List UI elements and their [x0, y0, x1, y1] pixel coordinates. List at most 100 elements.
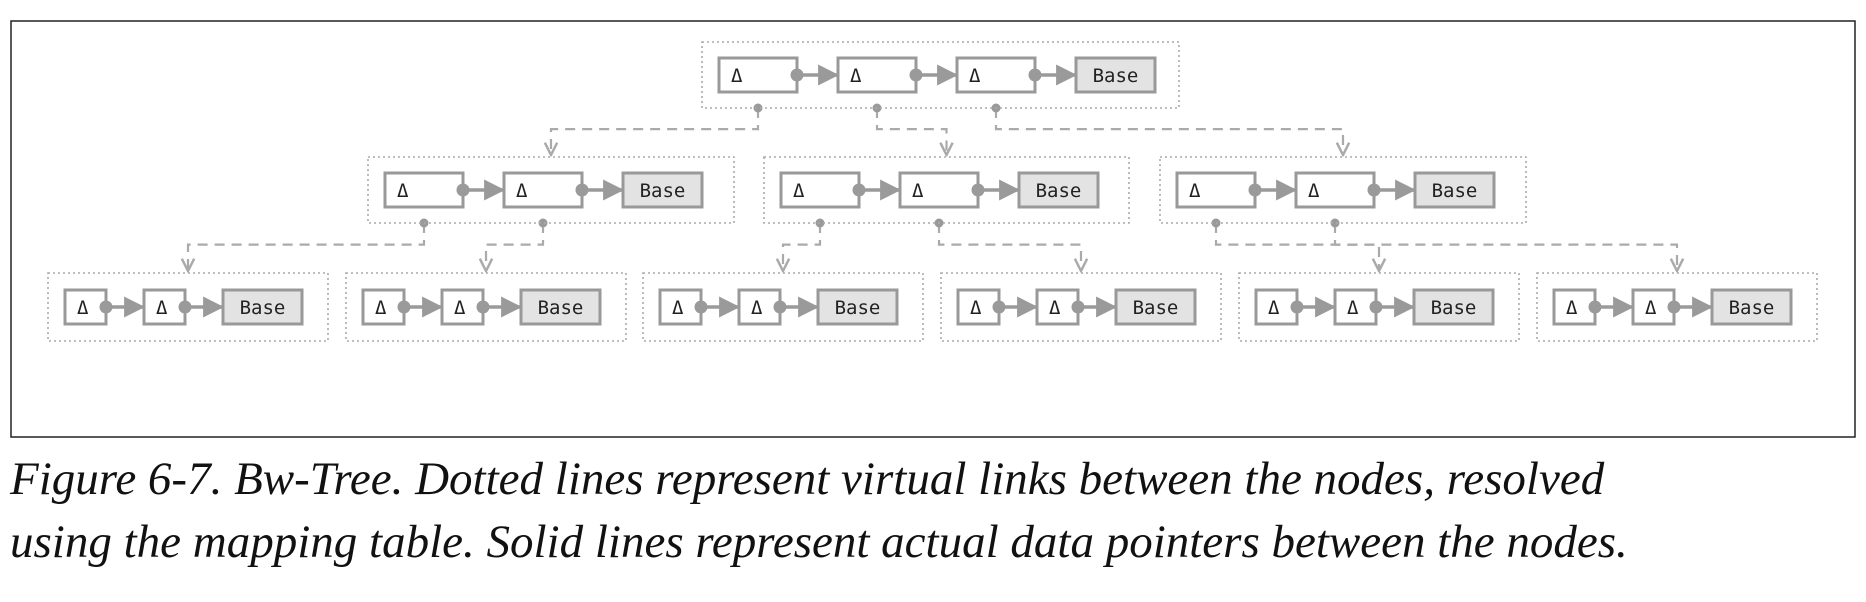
delta-label: Δ	[1049, 297, 1061, 319]
node-container	[1238, 272, 1520, 342]
delta-label: Δ	[375, 297, 387, 319]
delta-label: Δ	[516, 180, 528, 202]
base-page-box	[1114, 288, 1197, 326]
delta-label: Δ	[969, 65, 981, 87]
delta-record-box	[956, 288, 1001, 326]
virtual-link-mid-2-to-leaf-4	[937, 223, 1081, 271]
base-label: Base	[1133, 297, 1179, 319]
node-mid-2: Δ Δ Base	[763, 156, 1130, 224]
delta-label: Δ	[1189, 180, 1201, 202]
delta-label: Δ	[77, 297, 89, 319]
delta-label: Δ	[912, 180, 924, 202]
pointer-dot	[99, 300, 113, 314]
node-container	[1159, 156, 1527, 224]
base-label: Base	[1729, 297, 1775, 319]
node-leaf-5: Δ Δ Base	[1238, 272, 1520, 342]
virtual-links	[188, 103, 1677, 272]
pointer-dot	[178, 300, 192, 314]
pointer-dot	[852, 183, 866, 197]
pointer-dot	[456, 183, 470, 197]
caption-line-2: using the mapping table. Solid lines rep…	[10, 516, 1628, 568]
node-mid-1: Δ Δ Base	[367, 156, 735, 224]
delta-label: Δ	[970, 297, 982, 319]
delta-label: Δ	[672, 297, 684, 319]
delta-label: Δ	[1308, 180, 1320, 202]
node-container	[642, 272, 924, 342]
delta-record-box	[361, 288, 406, 326]
pointer-dot	[1369, 300, 1383, 314]
pointer-dot	[575, 183, 589, 197]
caption-line-1: Figure 6-7. Bw-Tree. Dotted lines repres…	[10, 453, 1605, 505]
pointer-dot	[1667, 300, 1681, 314]
node-leaf-1: Δ Δ Base	[47, 272, 329, 342]
node-container	[47, 272, 329, 342]
pointer-dot	[1071, 300, 1085, 314]
pointer-dot	[397, 300, 411, 314]
pointer-dot	[694, 300, 708, 314]
base-label: Base	[1093, 65, 1139, 87]
pointer-dot	[773, 300, 787, 314]
virtual-link-mid-2-to-leaf-3	[783, 223, 822, 271]
pointer-dot	[1028, 68, 1042, 82]
delta-record-box	[383, 171, 465, 209]
delta-record-box	[779, 171, 861, 209]
node-leaf-6: Δ Δ Base	[1536, 272, 1818, 342]
virtual-link-origin-dot	[1330, 218, 1340, 228]
node-leaf-4: Δ Δ Base	[940, 272, 1222, 342]
base-label: Base	[1432, 180, 1478, 202]
pointer-dot	[992, 300, 1006, 314]
pointer-dot	[476, 300, 490, 314]
pointer-dot	[909, 68, 923, 82]
base-label: Base	[1431, 297, 1477, 319]
base-page-box	[221, 288, 304, 326]
pointer-dot	[1367, 183, 1381, 197]
base-label: Base	[240, 297, 286, 319]
node-container	[367, 156, 735, 224]
delta-label: Δ	[1347, 297, 1359, 319]
pointer-dot	[1248, 183, 1262, 197]
virtual-link-origin-dot	[753, 103, 763, 113]
virtual-link-root-to-mid-2	[875, 108, 947, 155]
virtual-link-mid-1-to-leaf-1	[188, 223, 426, 271]
figure-caption: Figure 6-7. Bw-Tree. Dotted lines repres…	[10, 448, 1850, 574]
delta-label: Δ	[156, 297, 168, 319]
delta-label: Δ	[1566, 297, 1578, 319]
virtual-link-root-to-mid-3	[994, 108, 1343, 155]
figure-frame	[10, 20, 1856, 438]
delta-label: Δ	[1268, 297, 1280, 319]
delta-label: Δ	[751, 297, 763, 319]
delta-label: Δ	[1645, 297, 1657, 319]
node-leaf-3: Δ Δ Base	[642, 272, 924, 342]
delta-record-box	[1035, 288, 1080, 326]
node-container	[701, 41, 1180, 109]
node-mid-3: Δ Δ Base	[1159, 156, 1527, 224]
delta-label: Δ	[793, 180, 805, 202]
base-label: Base	[640, 180, 686, 202]
node-container	[1536, 272, 1818, 342]
base-page-box	[1710, 288, 1793, 326]
base-page-box	[621, 171, 704, 209]
pointer-dot	[1290, 300, 1304, 314]
base-label: Base	[1036, 180, 1082, 202]
delta-label: Δ	[731, 65, 743, 87]
node-container	[345, 272, 627, 342]
virtual-link-origin-dot	[538, 218, 548, 228]
delta-label: Δ	[850, 65, 862, 87]
node-container	[940, 272, 1222, 342]
delta-record-box	[658, 288, 703, 326]
base-label: Base	[538, 297, 584, 319]
virtual-link-mid-1-to-leaf-2	[486, 223, 545, 271]
base-page-box	[1074, 56, 1157, 94]
pointer-dot	[1588, 300, 1602, 314]
delta-label: Δ	[397, 180, 409, 202]
virtual-link-mid-3-to-leaf-6	[1333, 223, 1677, 271]
base-label: Base	[835, 297, 881, 319]
virtual-link-root-to-mid-1	[551, 108, 760, 155]
base-page-box	[1413, 171, 1496, 209]
virtual-link-mid-3-to-leaf-5	[1214, 223, 1379, 271]
pointer-dot	[790, 68, 804, 82]
node-root: Δ Δ Δ Base	[701, 41, 1180, 109]
